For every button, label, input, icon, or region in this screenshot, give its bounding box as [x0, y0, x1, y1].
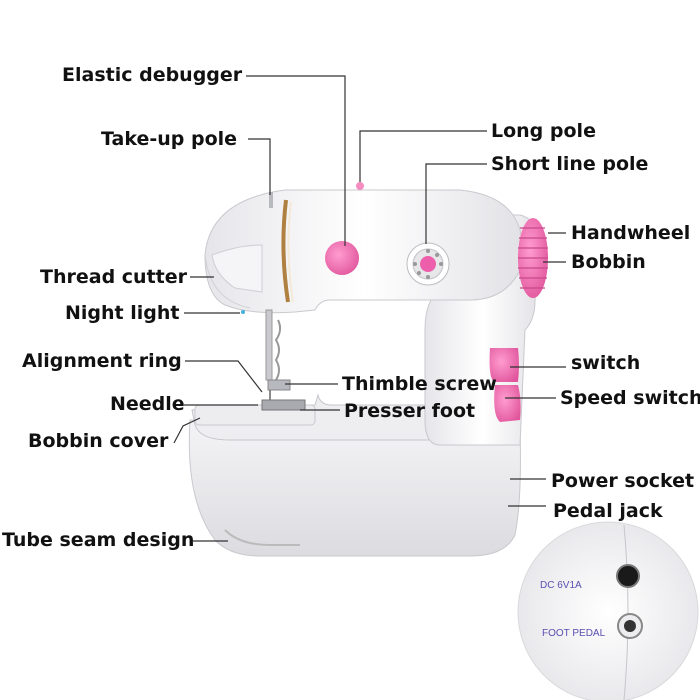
- label-presser-foot: Presser foot: [344, 400, 476, 422]
- machine-arm: [204, 189, 523, 314]
- inset-foot-pedal-label: FOOT PEDAL: [542, 628, 606, 639]
- socket-inset: [517, 521, 699, 700]
- label-switch: switch: [571, 352, 641, 374]
- leader-lines: [173, 75, 566, 542]
- label-power-socket: Power socket: [551, 470, 695, 492]
- power-socket-hole: [616, 564, 640, 588]
- tension-knob: [325, 241, 359, 275]
- label-needle: Needle: [110, 393, 185, 415]
- inset-dc-label: DC 6V1A: [540, 580, 582, 591]
- label-elastic-debugger: Elastic debugger: [62, 64, 243, 86]
- switch-rocker: [489, 348, 521, 422]
- label-short-line-pole: Short line pole: [491, 153, 649, 175]
- label-long-pole: Long pole: [491, 120, 596, 142]
- label-night-light: Night light: [65, 302, 180, 324]
- handwheel-wheel: [518, 218, 548, 298]
- label-thimble-screw: Thimble screw: [342, 373, 497, 395]
- label-speed-switch: Speed switch: [560, 387, 700, 409]
- label-bobbin-cover: Bobbin cover: [28, 430, 169, 452]
- label-handwheel: Handwheel: [571, 222, 691, 244]
- take-up-pole-rod: [269, 192, 273, 208]
- label-take-up-pole: Take-up pole: [101, 128, 238, 150]
- label-bobbin: Bobbin: [571, 251, 646, 273]
- label-pedal-jack: Pedal jack: [553, 500, 663, 522]
- long-pole-tip: [356, 182, 364, 190]
- label-tube-seam-design: Tube seam design: [2, 529, 195, 551]
- label-alignment-ring: Alignment ring: [22, 350, 182, 372]
- needle-assembly: [261, 309, 306, 411]
- night-light-led: [241, 310, 245, 314]
- label-thread-cutter: Thread cutter: [40, 266, 187, 288]
- short-line-pole-disc: [406, 242, 450, 286]
- machine-base: [188, 419, 521, 557]
